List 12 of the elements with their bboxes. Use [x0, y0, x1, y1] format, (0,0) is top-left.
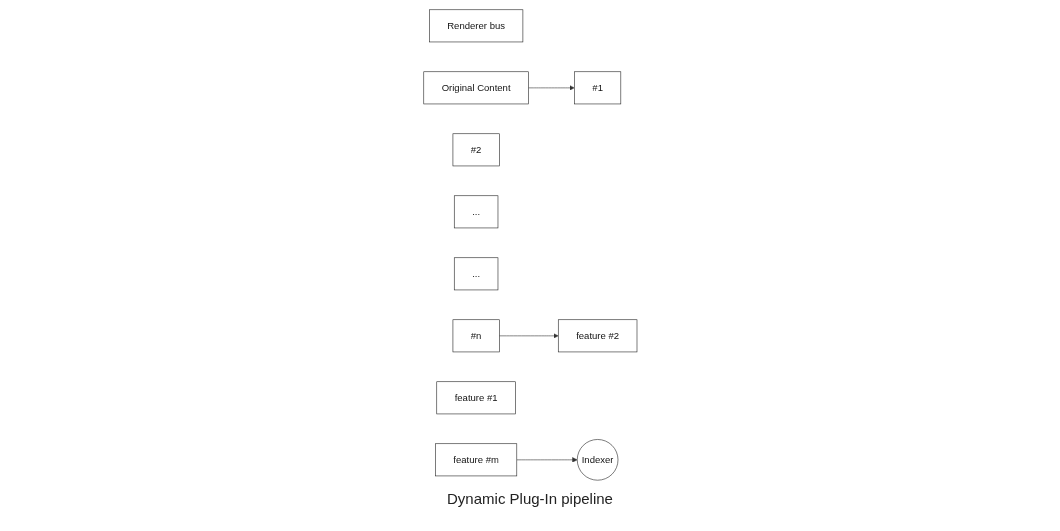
node-box: #1 [573, 71, 621, 105]
pipeline-caption: Dynamic Plug-In pipeline [446, 490, 614, 507]
node-box: Original Content [423, 71, 529, 105]
node-box: #n [452, 319, 500, 353]
node-box: ... [453, 195, 498, 229]
node-box: Renderer bus [428, 9, 523, 43]
node-box: ... [453, 257, 498, 291]
node-box: feature #2 [557, 319, 637, 353]
node-box: feature #1 [436, 381, 516, 415]
node-box: #2 [452, 133, 500, 167]
node-box: feature #m [434, 443, 517, 477]
node-circle: Indexer [576, 439, 618, 481]
